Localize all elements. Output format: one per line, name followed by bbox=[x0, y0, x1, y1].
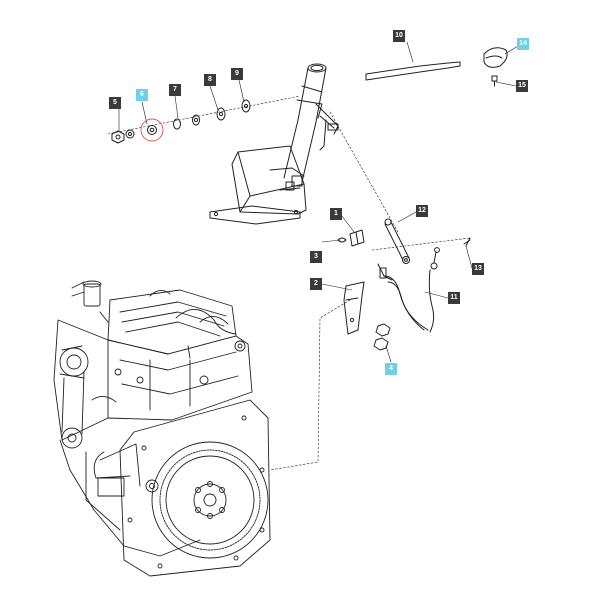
cable-assembly bbox=[377, 237, 471, 333]
clip-and-pin bbox=[337, 229, 365, 247]
callout-5[interactable]: 5 bbox=[109, 97, 121, 109]
callout-10[interactable]: 10 bbox=[393, 30, 405, 42]
callout-15[interactable]: 15 bbox=[516, 80, 528, 92]
callout-4[interactable]: 4 bbox=[385, 363, 397, 375]
callout-13[interactable]: 13 bbox=[472, 263, 484, 275]
assembly-dashed-lines bbox=[107, 95, 471, 471]
engine-block bbox=[53, 280, 253, 557]
callout-9[interactable]: 9 bbox=[231, 68, 243, 80]
callout-2[interactable]: 2 bbox=[310, 278, 322, 290]
callout-12[interactable]: 12 bbox=[416, 205, 428, 217]
leader-lines bbox=[118, 41, 519, 363]
lever-tower-assembly bbox=[209, 63, 339, 225]
callout-14[interactable]: 14 bbox=[517, 38, 529, 50]
callout-8[interactable]: 8 bbox=[204, 74, 216, 86]
callout-7[interactable]: 7 bbox=[169, 84, 181, 96]
callout-6[interactable]: 6 bbox=[136, 89, 148, 101]
callout-11[interactable]: 11 bbox=[448, 292, 460, 304]
flywheel-housing bbox=[93, 399, 271, 577]
callout-1[interactable]: 1 bbox=[330, 208, 342, 220]
selection-circle bbox=[140, 118, 164, 142]
lever-rod-and-knob bbox=[365, 47, 508, 87]
linkage-rod bbox=[384, 218, 410, 264]
callout-3[interactable]: 3 bbox=[310, 251, 322, 263]
hardware-stack bbox=[111, 99, 251, 144]
mounting-bracket bbox=[343, 281, 391, 351]
